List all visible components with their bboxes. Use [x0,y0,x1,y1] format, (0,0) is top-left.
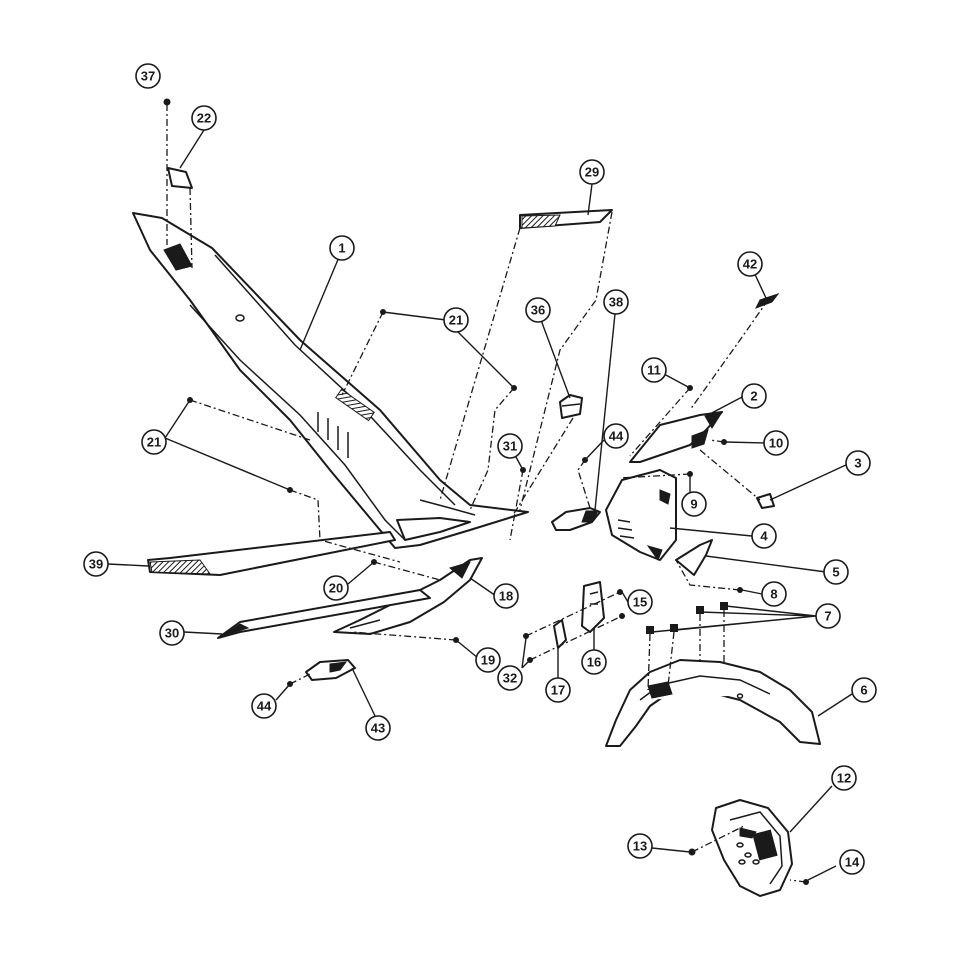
callout-38: 38 [603,289,629,315]
bolt-7d [720,602,728,610]
svg-text:42: 42 [743,257,757,272]
part-17-plate [553,619,567,649]
part-22-clip [167,167,193,189]
bolt-7b [670,624,678,632]
callout-7: 7 [815,603,841,629]
bolt-37 [163,98,171,106]
part-6-fender [605,659,821,747]
svg-text:11: 11 [647,363,661,378]
callout-6: 6 [851,677,877,703]
callout-9: 9 [681,491,707,517]
callout-14: 14 [839,849,865,875]
assembly-lines [166,104,807,883]
svg-text:13: 13 [633,839,647,854]
svg-text:44: 44 [609,429,624,444]
callout-36: 36 [525,297,551,323]
part-38-bracket [551,507,601,531]
part-3-clip [756,493,775,509]
callout-29: 29 [579,159,605,185]
svg-text:39: 39 [89,557,103,572]
callout-2: 2 [741,383,767,409]
callout-15: 15 [627,589,653,615]
callout-11: 11 [641,357,667,383]
svg-text:37: 37 [141,69,155,84]
callout-21-top: 21 [443,307,469,333]
fasteners [163,98,809,885]
svg-text:10: 10 [769,436,783,451]
svg-text:36: 36 [531,303,545,318]
svg-text:12: 12 [837,771,851,786]
svg-text:3: 3 [854,456,861,471]
callout-17: 17 [545,677,571,703]
part-2-cover [629,411,724,463]
svg-text:9: 9 [690,497,697,512]
callout-3: 3 [845,450,871,476]
callout-42: 42 [737,251,763,277]
callout-37: 37 [135,63,161,89]
part-12-disc-guard [711,799,793,897]
svg-text:21: 21 [147,435,161,450]
callout-5: 5 [823,559,849,585]
callout-8: 8 [761,581,787,607]
callout-44-bottom: 44 [251,693,277,719]
svg-text:6: 6 [860,683,867,698]
part-29-decal [519,209,613,229]
callout-12: 12 [831,765,857,791]
svg-text:2: 2 [750,389,757,404]
svg-text:17: 17 [551,683,565,698]
callout-16: 16 [581,649,607,675]
svg-text:16: 16 [587,655,601,670]
callout-18: 18 [493,583,519,609]
svg-text:29: 29 [585,165,599,180]
part-39-strip [147,531,396,576]
part-16-plate [581,581,605,633]
svg-text:43: 43 [371,721,385,736]
svg-text:4: 4 [760,529,768,544]
part-5-bracket [675,539,713,576]
svg-text:7: 7 [824,609,831,624]
callout-44-top: 44 [603,423,629,449]
svg-text:8: 8 [770,587,777,602]
part-1-side-cover [132,212,529,549]
svg-text:21: 21 [449,313,463,328]
svg-text:15: 15 [633,595,647,610]
callout-19: 19 [475,647,501,673]
callout-13: 13 [627,833,653,859]
svg-text:32: 32 [503,671,517,686]
callout-43: 43 [365,715,391,741]
callout-39: 39 [83,551,109,577]
bolt-7c [696,606,704,614]
svg-text:38: 38 [609,295,623,310]
part-30-strip [217,589,431,639]
callout-22: 22 [191,105,217,131]
svg-text:44: 44 [257,699,272,714]
callout-21-left: 21 [141,429,167,455]
callout-30: 30 [159,620,185,646]
svg-text:14: 14 [845,855,860,870]
leader-lines [107,129,853,881]
bolt-7a [646,626,654,634]
svg-text:31: 31 [503,439,517,454]
svg-text:19: 19 [481,653,495,668]
svg-text:5: 5 [832,565,839,580]
svg-text:1: 1 [338,241,345,256]
callout-1: 1 [329,235,355,261]
svg-text:30: 30 [165,626,179,641]
callout-4: 4 [751,523,777,549]
bolt-15a [617,589,623,595]
svg-text:18: 18 [499,589,513,604]
svg-text:20: 20 [329,581,343,596]
svg-text:22: 22 [197,111,211,126]
callout-32: 32 [497,665,523,691]
part-43-bracket [305,659,356,681]
callout-10: 10 [763,430,789,456]
part-4-shroud [605,469,677,562]
callout-20: 20 [323,575,349,601]
callout-31: 31 [497,433,523,459]
part-36-grommet [559,394,583,419]
